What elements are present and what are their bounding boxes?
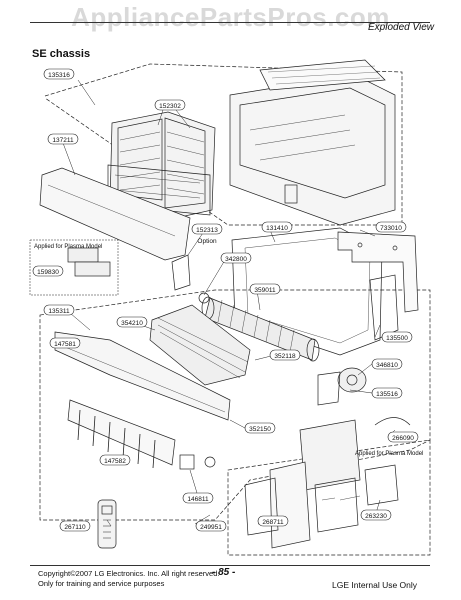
chassis-body — [229, 59, 396, 226]
part-label-354210: 354210 — [116, 316, 148, 328]
svg-text:135516: 135516 — [376, 391, 398, 398]
chassis-title: SE chassis — [32, 48, 91, 60]
front-cover-panel — [39, 167, 191, 261]
plasma-note-2: Applied for Plasma Model — [355, 451, 423, 457]
part-label-131410: 131410 — [261, 221, 293, 233]
part-label-147582: 147582 — [99, 454, 131, 466]
option-note: Option — [197, 238, 217, 245]
svg-text:135316: 135316 — [48, 72, 70, 79]
svg-text:342800: 342800 — [225, 256, 247, 263]
part-label-135316: 135316 — [43, 68, 75, 80]
svg-text:137211: 137211 — [52, 137, 74, 144]
svg-text:267110: 267110 — [64, 524, 86, 531]
svg-text:135311: 135311 — [48, 308, 70, 315]
drain-pan — [54, 331, 231, 421]
internal-use-note: LGE Internal Use Only — [332, 580, 418, 590]
cross-flow-fan — [201, 296, 320, 362]
sensor-wire — [374, 417, 411, 426]
svg-text:346810: 346810 — [376, 362, 398, 369]
view-title: Exploded View — [368, 22, 434, 33]
part-label-137211: 137211 — [47, 133, 79, 145]
part-label-268711: 268711 — [257, 515, 289, 527]
filter-grille — [109, 111, 216, 223]
svg-text:147582: 147582 — [104, 458, 126, 465]
control-box — [244, 419, 361, 549]
svg-text:249951: 249951 — [200, 524, 222, 531]
copyright: Copyright©2007 LG Electronics. Inc. All … — [38, 569, 219, 589]
page-number: - 85 - — [212, 567, 236, 578]
svg-text:146811: 146811 — [187, 496, 209, 503]
plasma-box-outline — [29, 239, 119, 296]
svg-text:135500: 135500 — [386, 335, 408, 342]
svg-text:147581: 147581 — [54, 341, 76, 348]
svg-text:733010: 733010 — [380, 225, 402, 232]
part-label-147581: 147581 — [49, 337, 81, 349]
part-label-342800: 342800 — [220, 252, 252, 264]
part-label-346810: 346810 — [371, 358, 403, 370]
step-motor — [179, 454, 195, 470]
part-label-733010: 733010 — [375, 221, 407, 233]
option-bracket — [171, 254, 191, 291]
svg-text:359011: 359011 — [254, 287, 276, 294]
part-label-135500: 135500 — [381, 331, 413, 343]
louver-assembly — [67, 399, 176, 469]
watermark: AppliancePartsPros.com — [71, 2, 390, 32]
part-label-146811: 146811 — [182, 492, 214, 504]
side-bracket — [369, 274, 399, 341]
mounting-plate — [337, 231, 419, 313]
plasma-module — [67, 247, 111, 277]
footer-rule — [30, 565, 430, 566]
svg-text:268711: 268711 — [262, 519, 284, 526]
svg-text:152302: 152302 — [159, 103, 181, 110]
evaporator — [149, 304, 251, 386]
header-rule — [30, 22, 430, 23]
part-label-152302: 152302 — [154, 99, 186, 111]
svg-text:354210: 354210 — [121, 320, 143, 327]
part-label-352118: 352118 — [269, 349, 301, 361]
part-label-135311: 135311 — [43, 304, 75, 316]
svg-text:131410: 131410 — [266, 225, 288, 232]
part-label-159830: 159830 — [32, 265, 64, 277]
remote-control — [97, 499, 117, 549]
part-label-266090: 266090 — [387, 431, 419, 443]
lower-group-outline — [227, 439, 431, 556]
svg-text:159830: 159830 — [37, 269, 59, 276]
svg-text:266090: 266090 — [392, 435, 414, 442]
part-label-352150: 352150 — [244, 422, 276, 434]
svg-text:263230: 263230 — [365, 513, 387, 520]
part-label-249951: 249951 — [195, 520, 227, 532]
part-label-267110: 267110 — [59, 520, 91, 532]
part-label-359011: 359011 — [249, 283, 281, 295]
plasma-note-1: Applied for Plasma Model — [34, 244, 102, 250]
part-label-263230: 263230 — [360, 509, 392, 521]
svg-text:352118: 352118 — [274, 353, 296, 360]
copyright-line-2: Only for training and service purposes — [38, 579, 165, 588]
pcb-board — [364, 464, 399, 506]
part-label-135516: 135516 — [371, 387, 403, 399]
copyright-line-1: Copyright©2007 LG Electronics. Inc. All … — [38, 569, 220, 578]
svg-text:352150: 352150 — [249, 426, 271, 433]
svg-text:152313: 152313 — [196, 227, 218, 234]
part-label-152313: 152313 — [191, 223, 223, 235]
fan-bearing — [198, 292, 210, 304]
fan-motor — [317, 367, 367, 406]
